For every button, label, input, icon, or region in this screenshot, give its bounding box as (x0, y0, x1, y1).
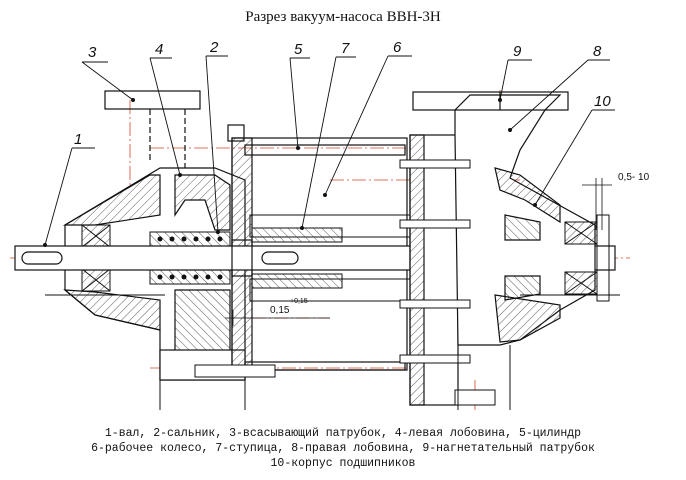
callout-6: 6 (393, 39, 402, 56)
diagram-title: Разрез вакуум-насоса ВВН-3Н (245, 9, 441, 25)
pump-section-drawing: 1 3 4 2 5 7 6 9 8 10 0,5- 10 0,15 +0,15 (10, 39, 650, 410)
gap-dimension-label: 0,5- 10 (618, 172, 650, 183)
callout-4: 4 (155, 41, 163, 58)
callout-9: 9 (513, 43, 522, 60)
leader-lines (44, 55, 615, 246)
flange-bolts (194, 159, 496, 406)
left-bearing (81, 224, 111, 292)
callout-5: 5 (294, 41, 303, 58)
legend-line-3: 10-корпус подшипников (270, 457, 416, 470)
legend: 1-вал, 2-сальник, 3-всасывающий патрубок… (0, 426, 686, 471)
clearance-tolerance: +0,15 (290, 298, 308, 305)
callout-1: 1 (74, 131, 82, 148)
legend-line-2: 6-рабочее колесо, 7-ступица, 8-правая ло… (91, 442, 595, 455)
base-feet (45, 294, 620, 410)
gland-seal (149, 231, 231, 285)
callout-10: 10 (594, 93, 611, 110)
callout-8: 8 (593, 43, 602, 60)
legend-line-1: 1-вал, 2-сальник, 3-всасывающий патрубок… (104, 427, 582, 440)
callout-3: 3 (88, 44, 97, 61)
suction-pipe (104, 90, 201, 170)
leader-dots (43, 98, 537, 247)
clearance-dimension (225, 310, 330, 326)
callout-2: 2 (209, 39, 219, 56)
impeller (249, 214, 411, 302)
bearing-housing (564, 214, 610, 302)
callout-7: 7 (341, 40, 350, 57)
gap-dimension (582, 178, 612, 230)
clearance-label: 0,15 (270, 305, 290, 316)
